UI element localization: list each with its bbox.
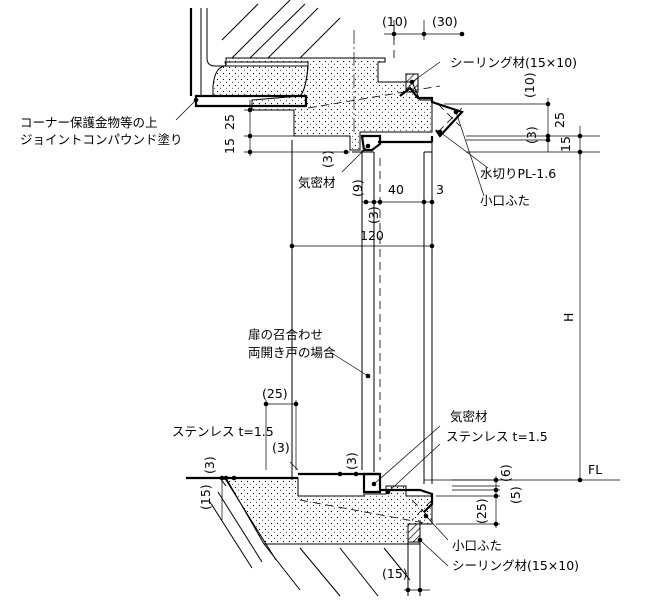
dim-width-120: 120 xyxy=(360,228,384,243)
label-flashing: 水切りPL-1.6 xyxy=(480,166,556,181)
dim-right-15: 15 xyxy=(558,136,573,152)
sill-concrete xyxy=(225,477,433,545)
frame-head-profile xyxy=(360,134,382,152)
label-door-meeting-2: 両開き戸の場合 xyxy=(248,345,336,360)
label-door-meeting-1: 扉の召合わせ xyxy=(248,327,323,342)
dim-mid-3: 3 xyxy=(436,182,444,197)
dim-bot-25b: (25) xyxy=(474,498,489,524)
label-stainless-right: ステンレス t=1.5 xyxy=(446,429,548,444)
end-cover-top xyxy=(437,103,463,131)
label-corner-bead-1: コーナー保護金物等の上 xyxy=(20,115,158,130)
end-cover-bottom xyxy=(411,499,433,521)
annotation-labels: コーナー保護金物等の上 ジョイントコンパウンド塗り シーリング材(15×10) … xyxy=(20,55,602,573)
dim-bot-3a: (3) xyxy=(272,440,290,455)
dim-right-10: (10) xyxy=(522,72,537,98)
leader-lines xyxy=(175,61,489,567)
dim-top-30: (30) xyxy=(432,14,458,29)
dim-left-15: 15 xyxy=(222,138,237,154)
dim-mid-40: 40 xyxy=(388,182,404,197)
label-floor-level: FL xyxy=(588,462,602,477)
dim-mid-9: (9) xyxy=(350,179,365,197)
dim-bot-3b: (3) xyxy=(202,456,217,474)
label-stainless-left: ステンレス t=1.5 xyxy=(172,424,274,439)
label-sealing-top: シーリング材(15×10) xyxy=(450,55,577,70)
label-sealing-bottom: シーリング材(15×10) xyxy=(452,558,579,573)
label-height: H xyxy=(561,313,576,322)
dimension-lines xyxy=(219,20,620,593)
dim-bot-15b: (15) xyxy=(382,566,408,581)
sill-flashing xyxy=(380,488,434,513)
label-airtight-top: 気密材 xyxy=(298,175,336,190)
label-end-cover-bottom: 小口ふた xyxy=(452,538,502,553)
dim-left-25: 25 xyxy=(222,114,237,130)
dim-bot-25: (25) xyxy=(262,386,288,401)
dim-left-3: (3) xyxy=(320,150,335,168)
dim-right-25: 25 xyxy=(552,112,567,128)
dim-bot-15: (15) xyxy=(198,484,213,510)
dim-bot-6: (6) xyxy=(498,464,513,482)
dim-top-10: (10) xyxy=(382,14,408,29)
label-corner-bead-2: ジョイントコンパウンド塗り xyxy=(20,132,183,147)
dim-bot-3c: (3) xyxy=(344,452,359,470)
wall-hatching-bottom xyxy=(209,477,411,597)
label-airtight-bottom: 気密材 xyxy=(450,409,488,424)
dim-mid-3b: (3) xyxy=(366,206,381,224)
frame-sill-profile xyxy=(362,472,382,494)
dim-bot-5: (5) xyxy=(508,486,523,504)
flashing-plate xyxy=(399,86,464,138)
wall-hatching-top xyxy=(221,0,341,59)
dim-right-3: (3) xyxy=(524,126,539,144)
dimension-values: (10) (30) (10) 25 (3) 15 15 25 (3) (9) 4… xyxy=(198,14,573,581)
label-end-cover-top: 小口ふた xyxy=(480,193,530,208)
sill-section xyxy=(186,472,434,597)
